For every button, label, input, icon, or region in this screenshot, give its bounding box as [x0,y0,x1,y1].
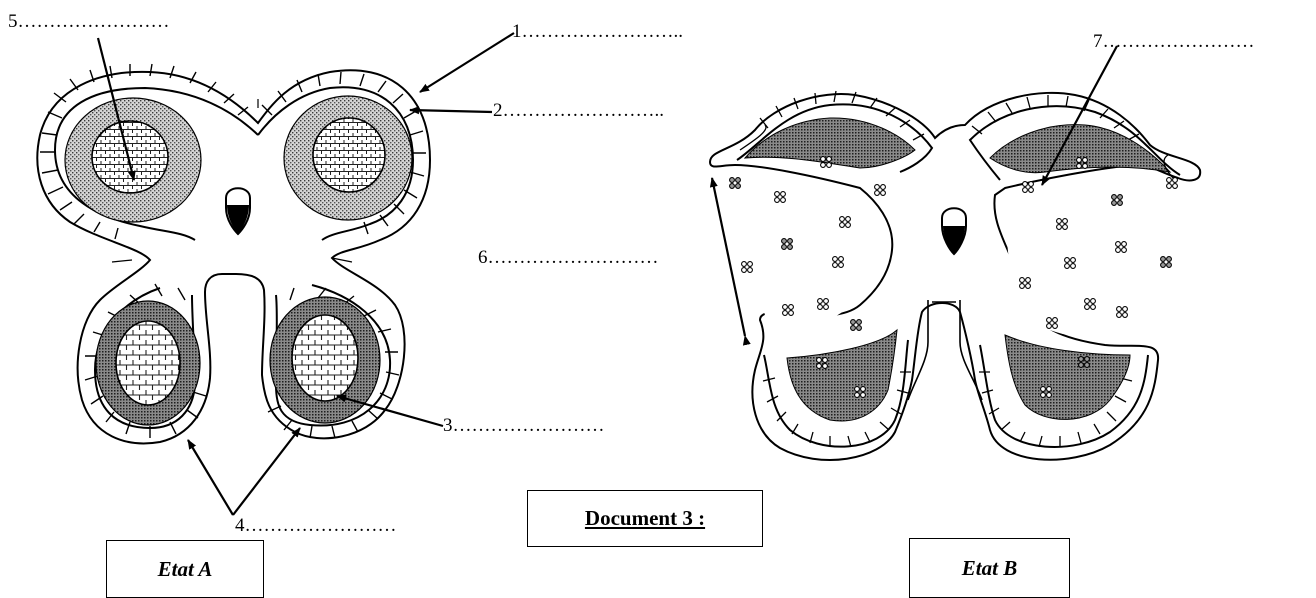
pollen-tetrad [1167,178,1178,189]
caption-etat-a: Etat A [158,557,213,582]
pollen-tetrad [730,178,741,189]
document-title: Document 3 : [585,506,705,531]
arrow-1 [420,33,514,92]
label-4: 4…………………… [235,516,397,535]
anther-a-mother-cells [116,321,180,405]
anther-state-b [710,91,1200,460]
arrow-2 [410,110,492,112]
arrow-4a [188,440,233,515]
label-7: 7…………………… [1093,32,1255,51]
arrow-6 [712,178,745,336]
caption-etat-a-box: Etat A [106,540,264,598]
label-5: 5…………………… [8,12,170,31]
pollen-tetrad [1161,257,1172,268]
anther-state-a [37,64,430,443]
caption-document-box: Document 3 : [527,490,763,547]
arrow-4b [233,428,300,515]
label-1: 1…………………….. [512,22,683,41]
label-6: 6……………………… [478,248,659,267]
pollen-tetrad [742,262,753,273]
label-2: 2…………………….. [493,101,664,120]
caption-etat-b: Etat B [962,556,1017,581]
caption-etat-b-box: Etat B [909,538,1070,598]
label-3: 3…………………… [443,416,605,435]
